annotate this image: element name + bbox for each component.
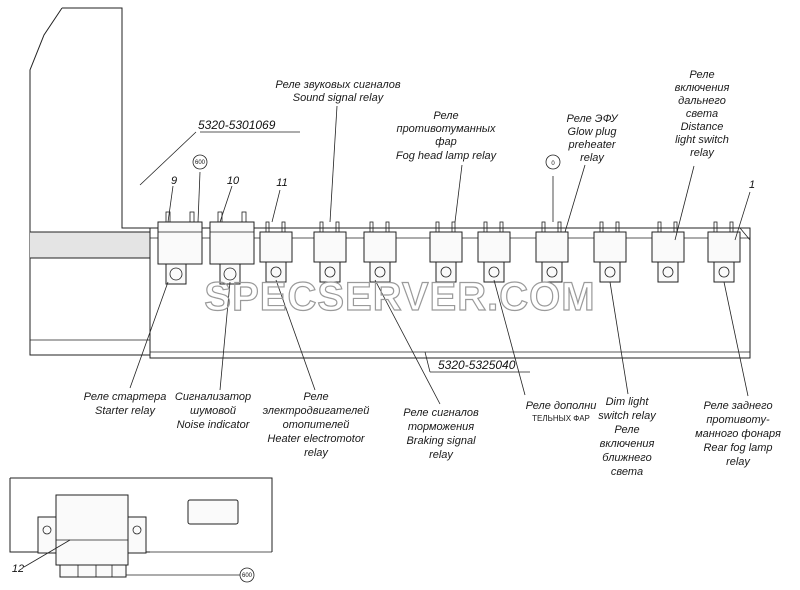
svg-text:Braking signal: Braking signal [406,435,476,447]
svg-text:света: света [686,108,718,120]
part-number-panel: 5320-5325040 [438,358,516,372]
svg-text:Heater electromotor: Heater electromotor [267,433,366,445]
svg-text:Реле стартера: Реле стартера [84,391,167,403]
leader-lines [129,105,751,405]
svg-text:Реле: Реле [433,110,458,122]
starter-relay [157,211,203,285]
svg-text:манного фонаря: манного фонаря [695,428,781,440]
svg-text:шумовой: шумовой [190,405,236,417]
noise-indicator [209,211,255,285]
svg-text:торможения: торможения [408,421,474,433]
label-starter-relay: Реле стартера Starter relay [84,391,167,417]
svg-text:включения: включения [675,82,730,94]
svg-text:Distance: Distance [681,121,724,133]
svg-text:противотуманных: противотуманных [397,123,496,135]
svg-text:дальнего: дальнего [678,95,726,107]
svg-text:Реле звуковых сигналов: Реле звуковых сигналов [275,79,400,91]
svg-text:light switch: light switch [675,134,729,146]
label-glow-plug-relay: Реле ЭФУ Glow plug preheater relay [566,113,618,164]
svg-text:relay: relay [690,147,715,159]
label-braking-signal-relay: Реле сигналов торможения Braking signal … [403,407,479,461]
svg-text:Glow plug: Glow plug [568,126,618,138]
svg-text:Реле: Реле [614,424,639,436]
rear-fog-lamp-relay [707,221,741,283]
svg-text:фар: фар [435,136,456,148]
svg-text:relay: relay [580,152,605,164]
glow-plug-preheater-relay [535,221,569,283]
svg-text:Реле: Реле [303,391,328,403]
item-number-1: 1 [749,179,755,191]
cab-frame-bracket [29,7,150,356]
braking-signal-relay [363,221,397,283]
auxiliary-lamp-relay [477,221,511,283]
svg-text:ТЕЛЬНЫХ ФАР: ТЕЛЬНЫХ ФАР [532,414,590,423]
watermark: SPECSERVER.COM [204,275,595,319]
svg-text:противоту-: противоту- [706,414,770,426]
circle-mark-600-top: 600 [192,154,208,170]
inset-detail-view: 600 12 [9,477,273,583]
label-heater-electromotor-relay: Реле электродвигателей отопителей Heater… [263,391,370,459]
svg-text:Dim light: Dim light [606,396,650,408]
dim-light-switch-relay [593,221,627,283]
svg-text:Реле заднего: Реле заднего [703,400,772,412]
circle-mark-600-bottom: 600 [242,573,253,579]
label-auxiliary-lamp-relay: Реле дополни ТЕЛЬНЫХ ФАР [526,400,597,423]
svg-text:Starter relay: Starter relay [95,405,156,417]
svg-text:preheater: preheater [567,139,616,151]
svg-text:Noise indicator: Noise indicator [177,419,251,431]
svg-text:Реле ЭФУ: Реле ЭФУ [566,113,618,125]
svg-text:отопителей: отопителей [283,419,350,431]
svg-text:Fog head lamp relay: Fog head lamp relay [396,150,498,162]
svg-text:Rear fog lamp: Rear fog lamp [703,442,772,454]
circle-mark-0: 0 [545,154,561,170]
svg-text:600: 600 [195,160,206,166]
svg-text:Реле: Реле [689,69,714,81]
label-sound-signal-relay: Реле звуковых сигналов Sound signal rela… [275,79,400,104]
svg-text:включения: включения [600,438,655,450]
fog-head-lamp-relay [429,221,463,283]
svg-text:relay: relay [726,456,751,468]
svg-text:0: 0 [551,161,555,167]
svg-text:Sound signal relay: Sound signal relay [293,92,385,104]
label-dim-light-relay: Dim light switch relay Реле включения бл… [598,396,657,478]
label-fog-head-lamp-relay: Реле противотуманных фар Fog head lamp r… [396,110,498,162]
svg-text:relay: relay [429,449,454,461]
distance-light-switch-relay [651,221,685,283]
svg-text:Реле сигналов: Реле сигналов [403,407,479,419]
sound-signal-relay [313,221,347,283]
part-number-bracket: 5320-5301069 [198,118,276,132]
svg-text:электродвигателей: электродвигателей [263,405,370,417]
item-number-11: 11 [276,177,287,189]
svg-text:Сигнализатор: Сигнализатор [175,391,251,403]
item-number-12: 12 [12,563,24,575]
svg-text:Реле дополни: Реле дополни [526,400,597,412]
label-rear-fog-lamp-relay: Реле заднего противоту- манного фонаря R… [695,400,781,468]
label-noise-indicator: Сигнализатор шумовой Noise indicator [175,391,251,431]
label-distance-light-relay: Реле включения дальнего света Distance l… [675,69,730,159]
svg-text:ближнего: ближнего [602,452,651,464]
heater-electromotor-relay [259,221,293,283]
item-number-9: 9 [171,175,177,187]
svg-text:relay: relay [304,447,329,459]
svg-text:switch relay: switch relay [598,410,657,422]
svg-text:света: света [611,466,643,478]
item-number-10: 10 [227,175,240,187]
